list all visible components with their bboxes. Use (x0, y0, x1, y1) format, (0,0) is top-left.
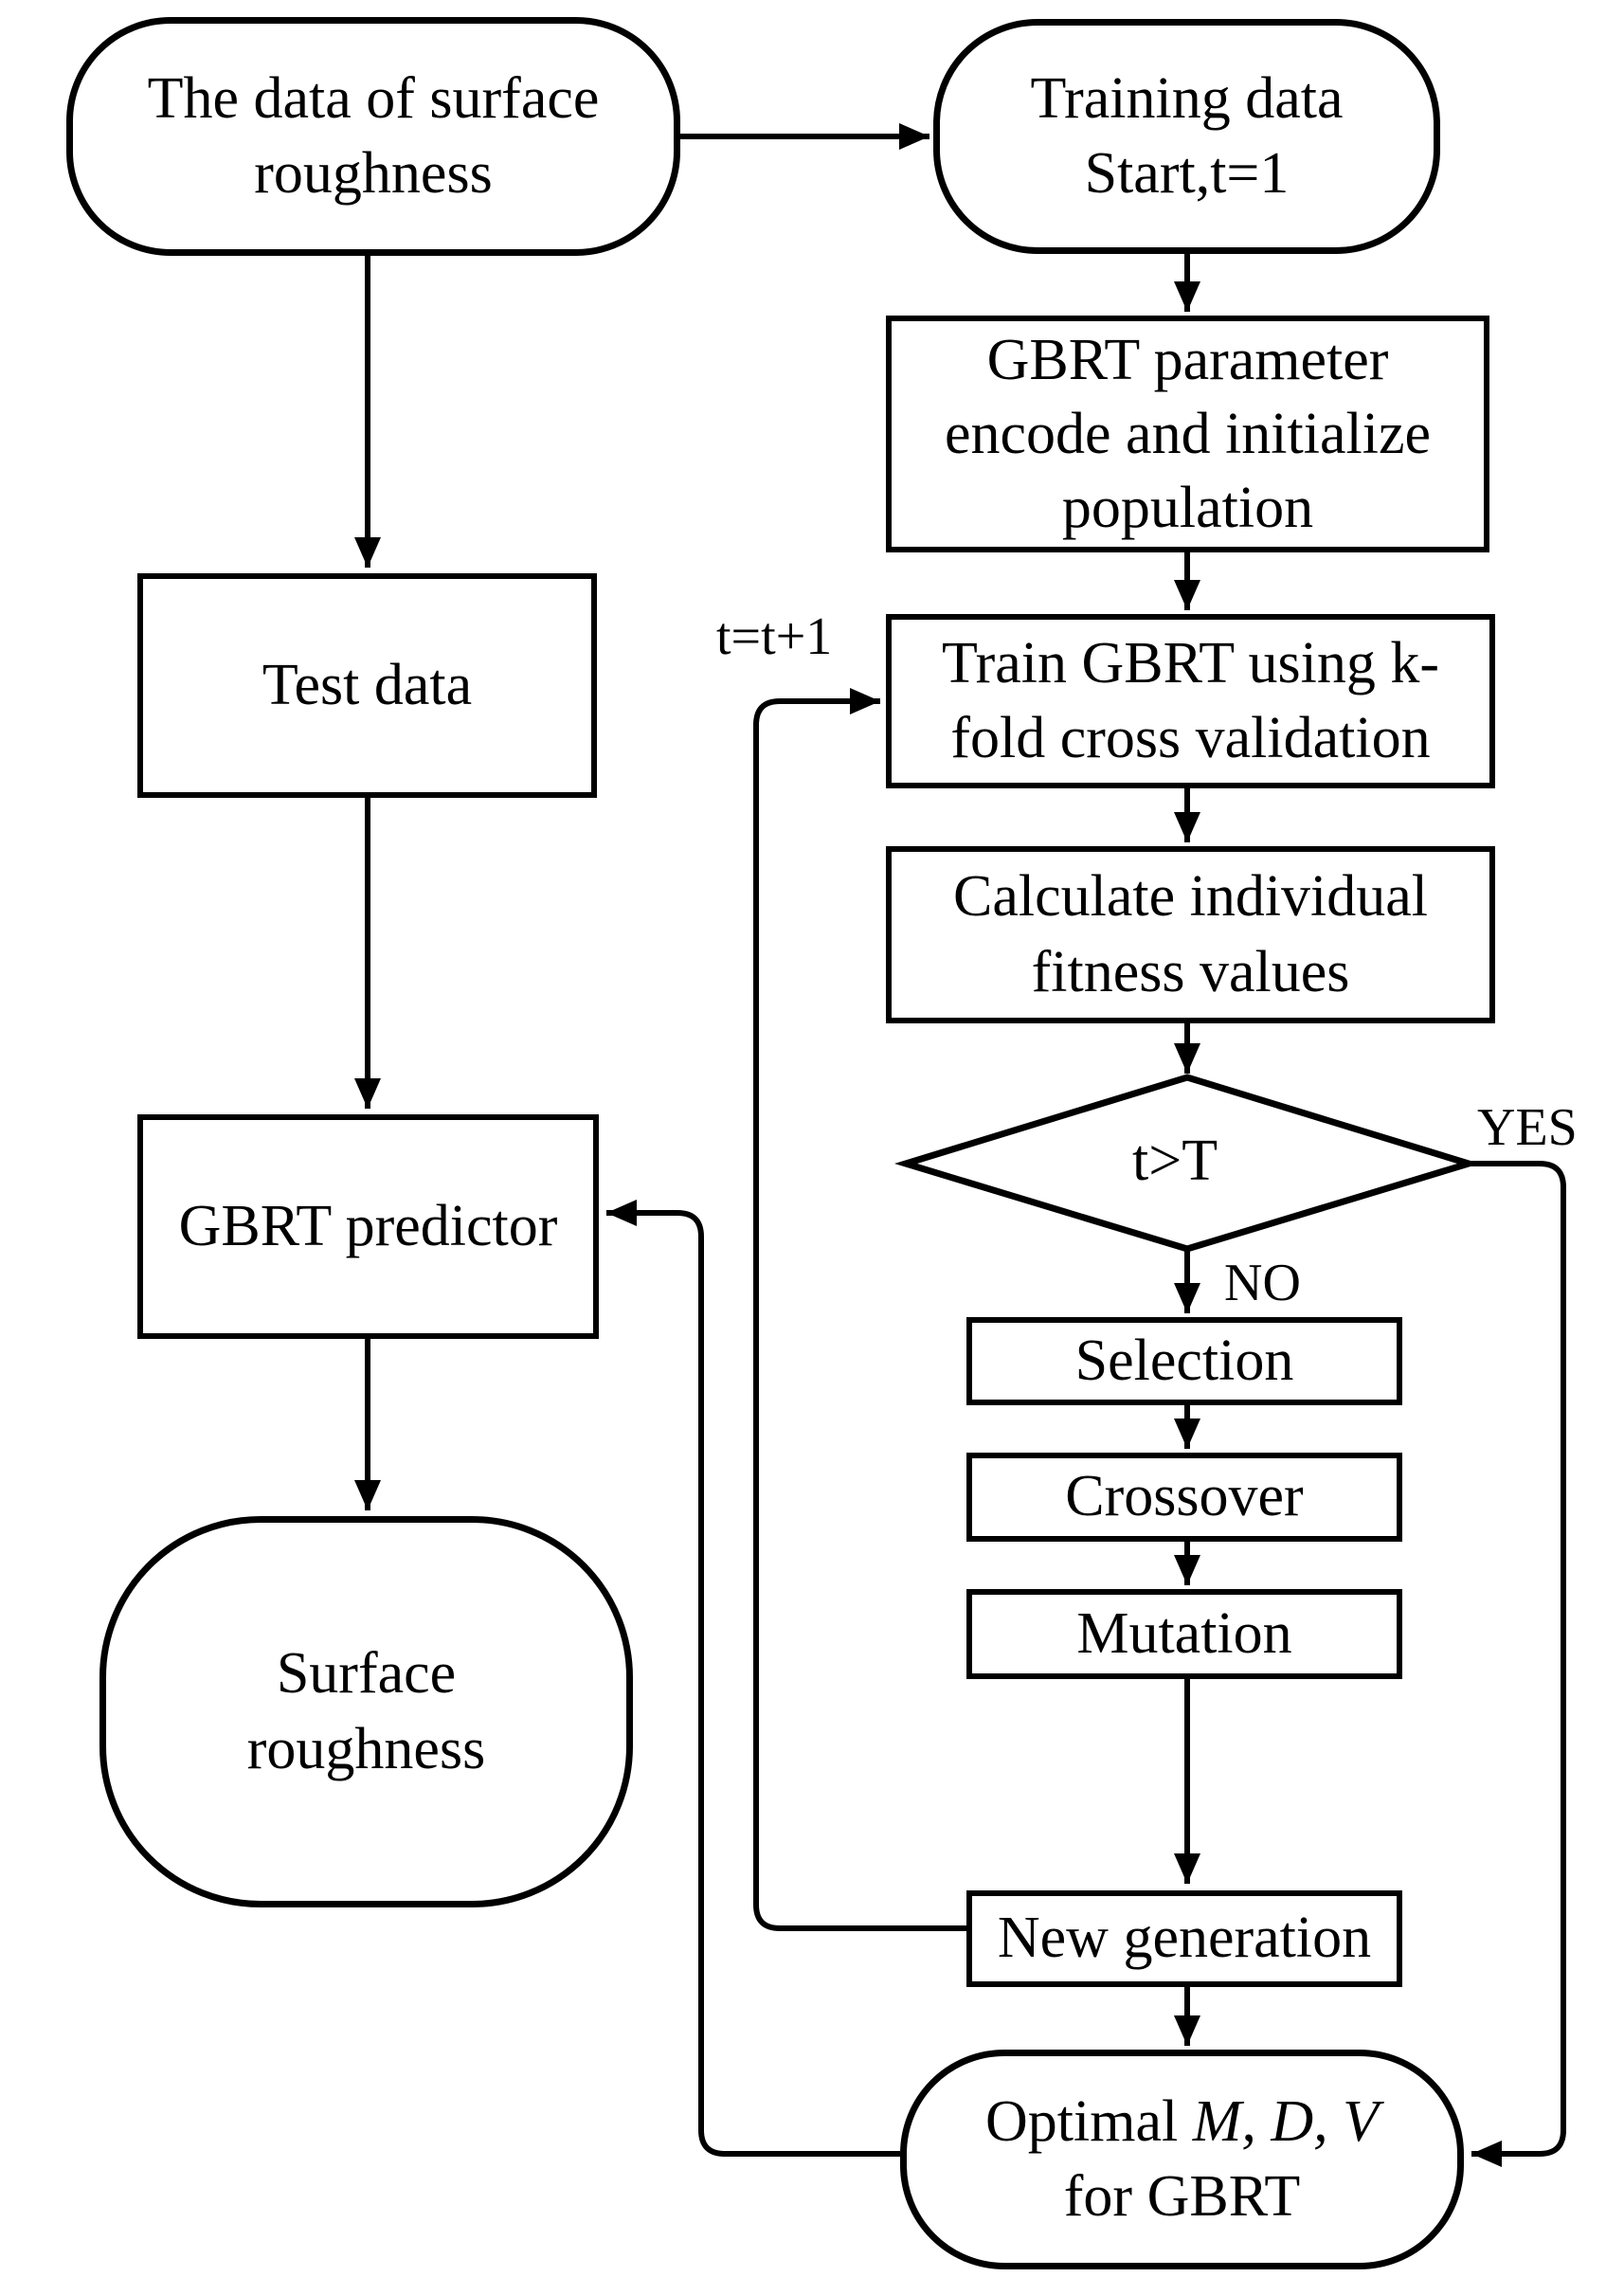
node-optimal-parameters: Optimal M, D, V for GBRT (900, 2050, 1464, 2269)
node-text: fold cross validation (950, 706, 1431, 770)
node-text: GBRT parameter (986, 327, 1389, 392)
node-text: GBRT predictor (178, 1193, 558, 1258)
node-text: encode and initialize (945, 401, 1431, 466)
node-surface-roughness: Surface roughness (99, 1516, 633, 1907)
node-training-data: Training data Start,t=1 (933, 19, 1440, 254)
node-text: Crossover (1065, 1464, 1304, 1529)
node-text: Training data (1030, 65, 1344, 131)
node-text: Start,t=1 (1084, 141, 1290, 206)
node-text: population (1061, 476, 1314, 541)
node-train-gbrt: Train GBRT using k- fold cross validatio… (886, 614, 1495, 788)
node-text: Optimal M, D, V (985, 2088, 1379, 2154)
node-text: Surface (276, 1641, 457, 1707)
no-label: NO (1220, 1253, 1305, 1313)
node-text: The data of surface (147, 65, 600, 131)
node-text: New generation (997, 1906, 1372, 1971)
node-text: Selection (1074, 1328, 1294, 1393)
node-text: Calculate individual (952, 864, 1429, 930)
node-text: for GBRT (1063, 2164, 1301, 2229)
node-mutation: Mutation (966, 1589, 1402, 1679)
node-text: roughness (254, 141, 493, 206)
node-text: fitness values (1031, 939, 1350, 1004)
node-text: Test data (262, 652, 473, 717)
node-text: Train GBRT using k- (941, 630, 1440, 696)
edge-optimal-to-predictor (606, 1200, 900, 2157)
decision-diamond (893, 1074, 1481, 1253)
node-gbrt-predictor: GBRT predictor (137, 1114, 599, 1339)
node-text: Mutation (1076, 1600, 1292, 1666)
node-test-data: Test data (137, 573, 597, 798)
node-selection: Selection (966, 1317, 1402, 1405)
node-text: roughness (246, 1716, 486, 1781)
edge-decision-yes-to-optimal (1469, 1161, 1566, 2167)
node-crossover: Crossover (966, 1453, 1402, 1542)
node-new-generation: New generation (966, 1890, 1402, 1987)
decision-label: t>T (1132, 1129, 1218, 1193)
yes-label: YES (1473, 1097, 1581, 1158)
loop-label: t=t+1 (713, 606, 837, 667)
edge-newgen-loop-to-train (753, 688, 966, 1931)
node-data-of-surface-roughness: The data of surface roughness (66, 17, 680, 256)
node-gbrt-parameter: GBRT parameter encode and initialize pop… (886, 316, 1489, 552)
node-calculate-fitness: Calculate individual fitness values (886, 846, 1495, 1023)
